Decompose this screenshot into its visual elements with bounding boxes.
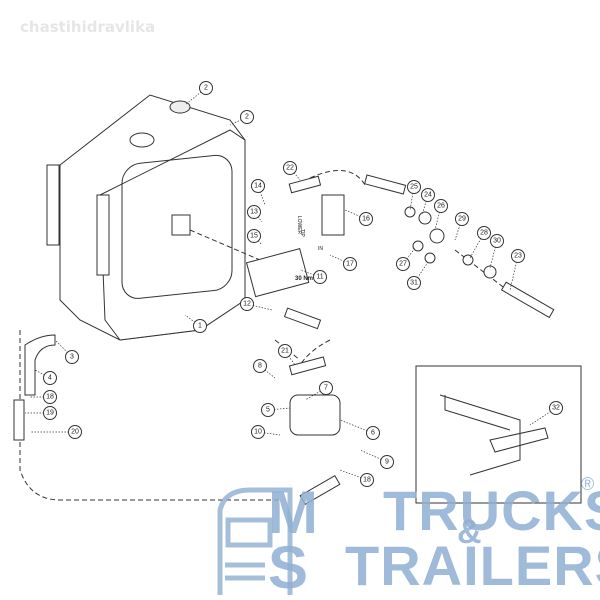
callout-circle — [261, 403, 275, 417]
logo-letter-s: S — [268, 534, 309, 600]
callout-circle — [490, 234, 504, 248]
callout-circle — [407, 276, 421, 290]
callout-number: 17 — [346, 261, 354, 268]
callout-number: 4 — [48, 375, 52, 382]
callout-number: 30 — [493, 238, 501, 245]
callout-circle — [313, 270, 327, 284]
logo-trailers: TRAILERS — [345, 534, 600, 597]
torque-label: 30 Nm — [295, 276, 314, 282]
leader-line — [529, 407, 557, 426]
callout-circle — [240, 110, 254, 124]
callout-circle — [359, 212, 373, 226]
callout-circle — [511, 249, 525, 263]
callout-number: 25 — [410, 184, 418, 191]
callout-number: 32 — [552, 405, 560, 412]
callout-number: 21 — [281, 348, 289, 355]
callout-group: 2213418192022141315161711122524262928302… — [25, 81, 563, 487]
callout-number: 18 — [363, 477, 371, 484]
callout-number: 24 — [424, 192, 432, 199]
callout-number: 12 — [243, 301, 251, 308]
hydraulic-tank — [46, 94, 246, 341]
callout-number: 9 — [385, 459, 389, 466]
callout-circle — [43, 371, 57, 385]
callout-circle — [366, 426, 380, 440]
callout-circle — [247, 205, 261, 219]
callout-circle — [477, 226, 491, 240]
callout-number: 20 — [71, 429, 79, 436]
callout-number: 7 — [324, 385, 328, 392]
logo-trucks: TRUCKS — [383, 479, 600, 542]
leader-line — [289, 167, 301, 181]
callout-circle — [193, 319, 207, 333]
callout-number: 15 — [250, 233, 258, 240]
callout-circle — [247, 229, 261, 243]
callout-circle — [253, 359, 267, 373]
callout-circle — [278, 344, 292, 358]
callout-number: 26 — [437, 203, 445, 210]
callout-number: 3 — [70, 354, 74, 361]
callout-circle — [251, 179, 265, 193]
callout-number: 2 — [245, 114, 249, 121]
logo-ampersand: & — [457, 513, 482, 551]
callout-number: 19 — [46, 410, 54, 417]
in-label: IN — [318, 246, 323, 252]
callout-circle — [319, 381, 333, 395]
callout-number: 2 — [204, 85, 208, 92]
callout-circle — [68, 425, 82, 439]
callout-number: 18 — [46, 394, 54, 401]
callout-circle — [360, 473, 374, 487]
leader-line — [359, 449, 388, 463]
callout-circle — [199, 81, 213, 95]
callout-number: 13 — [250, 209, 258, 216]
callout-circle — [396, 257, 410, 271]
callout-circle — [283, 161, 297, 175]
callout-circle — [343, 257, 357, 271]
callout-circle — [240, 297, 254, 311]
logo-letter-m: M — [268, 479, 318, 546]
callout-number: 16 — [362, 216, 370, 223]
callout-circle — [549, 401, 563, 415]
callout-circle — [43, 406, 57, 420]
callout-number: 8 — [258, 363, 262, 370]
callout-number: 10 — [254, 429, 262, 436]
callout-circle — [251, 425, 265, 439]
callout-circle — [455, 212, 469, 226]
callout-number: 27 — [399, 261, 407, 268]
callout-number: 11 — [316, 274, 323, 281]
callout-number: 1 — [198, 323, 202, 330]
bracket-inset — [415, 365, 582, 504]
callout-number: 14 — [254, 183, 262, 190]
callout-number: 31 — [410, 280, 418, 287]
callout-circle — [407, 180, 421, 194]
callout-circle — [43, 390, 57, 404]
callout-number: 6 — [371, 430, 375, 437]
callout-circle — [380, 455, 394, 469]
callout-circle — [65, 350, 79, 364]
callout-number: 5 — [266, 407, 270, 414]
callout-number: 29 — [458, 216, 466, 223]
callout-number: 23 — [514, 253, 522, 260]
callout-number: 28 — [480, 230, 488, 237]
site-watermark: chastihidravlika — [20, 18, 156, 36]
registered-mark: ® — [581, 474, 595, 494]
callout-circle — [434, 199, 448, 213]
callout-number: 22 — [286, 165, 294, 172]
callout-circle — [421, 188, 435, 202]
